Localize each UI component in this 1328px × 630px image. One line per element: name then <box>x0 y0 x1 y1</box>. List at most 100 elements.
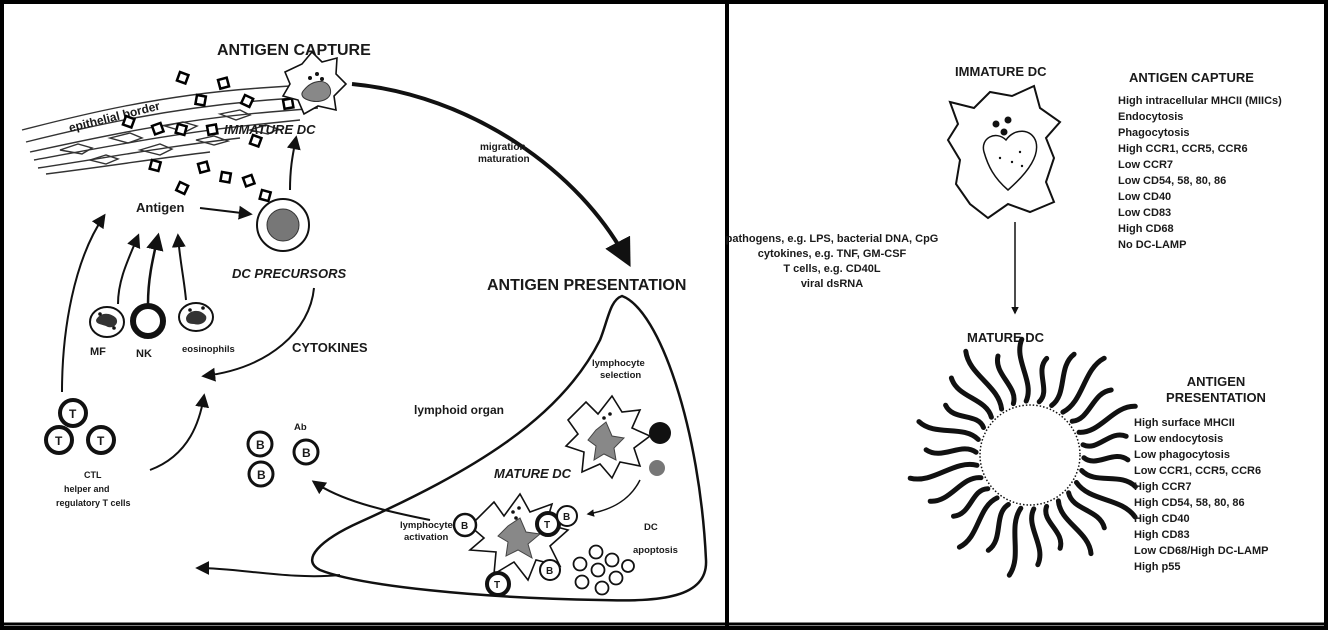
b-cell-letter: B <box>302 446 311 460</box>
dendrite <box>1052 354 1075 405</box>
b-cell-letter: B <box>461 521 468 532</box>
stimulus-item: viral dsRNA <box>801 278 863 290</box>
stimulus-item: cytokines, e.g. TNF, GM-CSF <box>758 248 907 260</box>
t-cell-letter: T <box>544 520 550 531</box>
capture-item: High intracellular MHCII (MIICs) <box>1118 95 1282 107</box>
presentation-item: High p55 <box>1134 561 1180 573</box>
stimulus-item: T cells, e.g. CD40L <box>783 263 880 275</box>
presentation-item: Low endocytosis <box>1134 433 1223 445</box>
maturation-label: maturation <box>478 154 530 165</box>
dendrite <box>1083 435 1126 446</box>
dendrite <box>946 405 984 427</box>
presentation-item: High surface MHCII <box>1134 417 1235 429</box>
dendrite <box>919 422 978 440</box>
right-panel: IMMATURE DC ANTIGEN CAPTURE High intrace… <box>726 64 1282 575</box>
capture-item: Low CD40 <box>1118 191 1171 203</box>
mature-dc-body <box>980 405 1080 505</box>
dendrite <box>1082 471 1136 487</box>
ab-label: Ab <box>294 422 307 433</box>
antigen-to-precursor-arrow <box>200 208 250 214</box>
lymphocyte-activation-label-1: lymphocyte <box>400 520 453 531</box>
presentation-item: Low CCR1, CCR5, CCR6 <box>1134 465 1261 477</box>
migration-label: migration <box>480 142 526 153</box>
b-cells-group: B B B <box>248 432 318 486</box>
stimulus-item: pathogens, e.g. LPS, bacterial DNA, CpG <box>726 233 939 245</box>
dendrite <box>926 449 976 453</box>
t-cell-letter: T <box>97 434 105 448</box>
dendrite <box>959 498 997 547</box>
b-cell-letter: B <box>256 438 265 452</box>
migration-arrow <box>352 84 628 262</box>
lymphoid-organ-label: lymphoid organ <box>414 403 504 417</box>
capture-item: Endocytosis <box>1118 111 1183 123</box>
dendrite <box>1046 506 1061 548</box>
nk-label: NK <box>136 348 152 360</box>
precursor-to-immature-arrow <box>290 138 296 190</box>
dendrite <box>1032 509 1040 565</box>
presentation-item: High CD54, 58, 80, 86 <box>1134 497 1245 509</box>
mf-cell <box>90 307 124 337</box>
lymphocyte-selection-label-2: selection <box>600 370 641 381</box>
capture-item: Low CD54, 58, 80, 86 <box>1118 175 1226 187</box>
capture-item: High CD68 <box>1118 223 1174 235</box>
presentation-item: High CD83 <box>1134 529 1190 541</box>
immature-dc-title-right: IMMATURE DC <box>955 64 1047 79</box>
dc-apoptosis-label-1: DC <box>644 522 658 533</box>
dc-apoptosis-label-2: apoptosis <box>633 545 678 556</box>
antigen-capture-title-right: ANTIGEN CAPTURE <box>1129 70 1254 85</box>
cytokines-arrow <box>204 288 314 376</box>
capture-item: Low CCR7 <box>1118 159 1173 171</box>
dc-precursor-cell <box>257 199 309 251</box>
nk-cell <box>133 306 163 336</box>
antigen-presentation-title-right-1: ANTIGEN <box>1187 374 1246 389</box>
capture-item: Low CD83 <box>1118 207 1171 219</box>
capture-properties-list: High intracellular MHCII (MIICs) Endocyt… <box>1118 95 1282 251</box>
lymphocyte-activation-label-2: activation <box>404 532 449 543</box>
b-cell-letter: B <box>257 468 266 482</box>
eosinophils-label: eosinophils <box>182 344 235 355</box>
ctl-label: CTL <box>84 470 102 480</box>
helper-label: helper and <box>64 484 110 494</box>
dendrite <box>1020 339 1029 401</box>
t-cell-letter: T <box>69 407 77 421</box>
mature-dc-title-right: MATURE DC <box>967 330 1045 345</box>
mf-arrow <box>118 236 138 304</box>
mature-dc-label-left: MATURE DC <box>494 466 572 481</box>
b-cell-letter: B <box>546 566 553 577</box>
dendrite <box>1039 358 1047 401</box>
mf-label: MF <box>90 346 106 358</box>
t-cell-to-antigen-arrow <box>62 216 104 392</box>
presentation-item: High CD40 <box>1134 513 1190 525</box>
b-cell-letter: B <box>563 512 570 523</box>
dc-precursors-label: DC PRECURSORS <box>232 266 346 281</box>
presentation-item: High CCR7 <box>1134 481 1191 493</box>
nk-arrow <box>148 236 158 304</box>
dendrite <box>988 505 1008 551</box>
dendrite <box>1009 508 1021 575</box>
antigen-label: Antigen <box>136 200 184 215</box>
presentation-properties-list: High surface MHCII Low endocytosis Low p… <box>1134 417 1268 573</box>
capture-item: Phagocytosis <box>1118 127 1190 139</box>
tcell-feedback-arrow <box>150 396 204 470</box>
lymphocyte-selection-label-1: lymphocyte <box>592 358 645 369</box>
mature-dc-cell-right <box>910 339 1135 575</box>
presentation-item: Low CD68/High DC-LAMP <box>1134 545 1268 557</box>
left-panel: epithelial border ANTIGEN CAPTURE <box>22 42 706 600</box>
immature-dc-label-left: IMMATURE DC <box>224 122 316 137</box>
presentation-item: Low phagocytosis <box>1134 449 1230 461</box>
cytokines-label: CYTOKINES <box>292 340 368 355</box>
eosinophil-arrow <box>178 236 186 300</box>
capture-item: High CCR1, CCR5, CCR6 <box>1118 143 1248 155</box>
antigen-capture-title-left: ANTIGEN CAPTURE <box>217 42 371 59</box>
antigen-presentation-title-right-2: PRESENTATION <box>1166 390 1266 405</box>
eosinophil-cell <box>179 303 213 331</box>
maturation-stimuli-list: pathogens, e.g. LPS, bacterial DNA, CpG … <box>726 233 939 290</box>
t-cell-letter: T <box>55 434 63 448</box>
immature-dc-cell-right <box>948 86 1060 218</box>
dendrite <box>1084 457 1128 462</box>
epithelial-border-label: epithelial border <box>67 99 161 135</box>
dendrite <box>910 464 977 479</box>
t-cell-letter: T <box>494 580 500 591</box>
t-cells-group-left: T T T <box>46 400 114 453</box>
